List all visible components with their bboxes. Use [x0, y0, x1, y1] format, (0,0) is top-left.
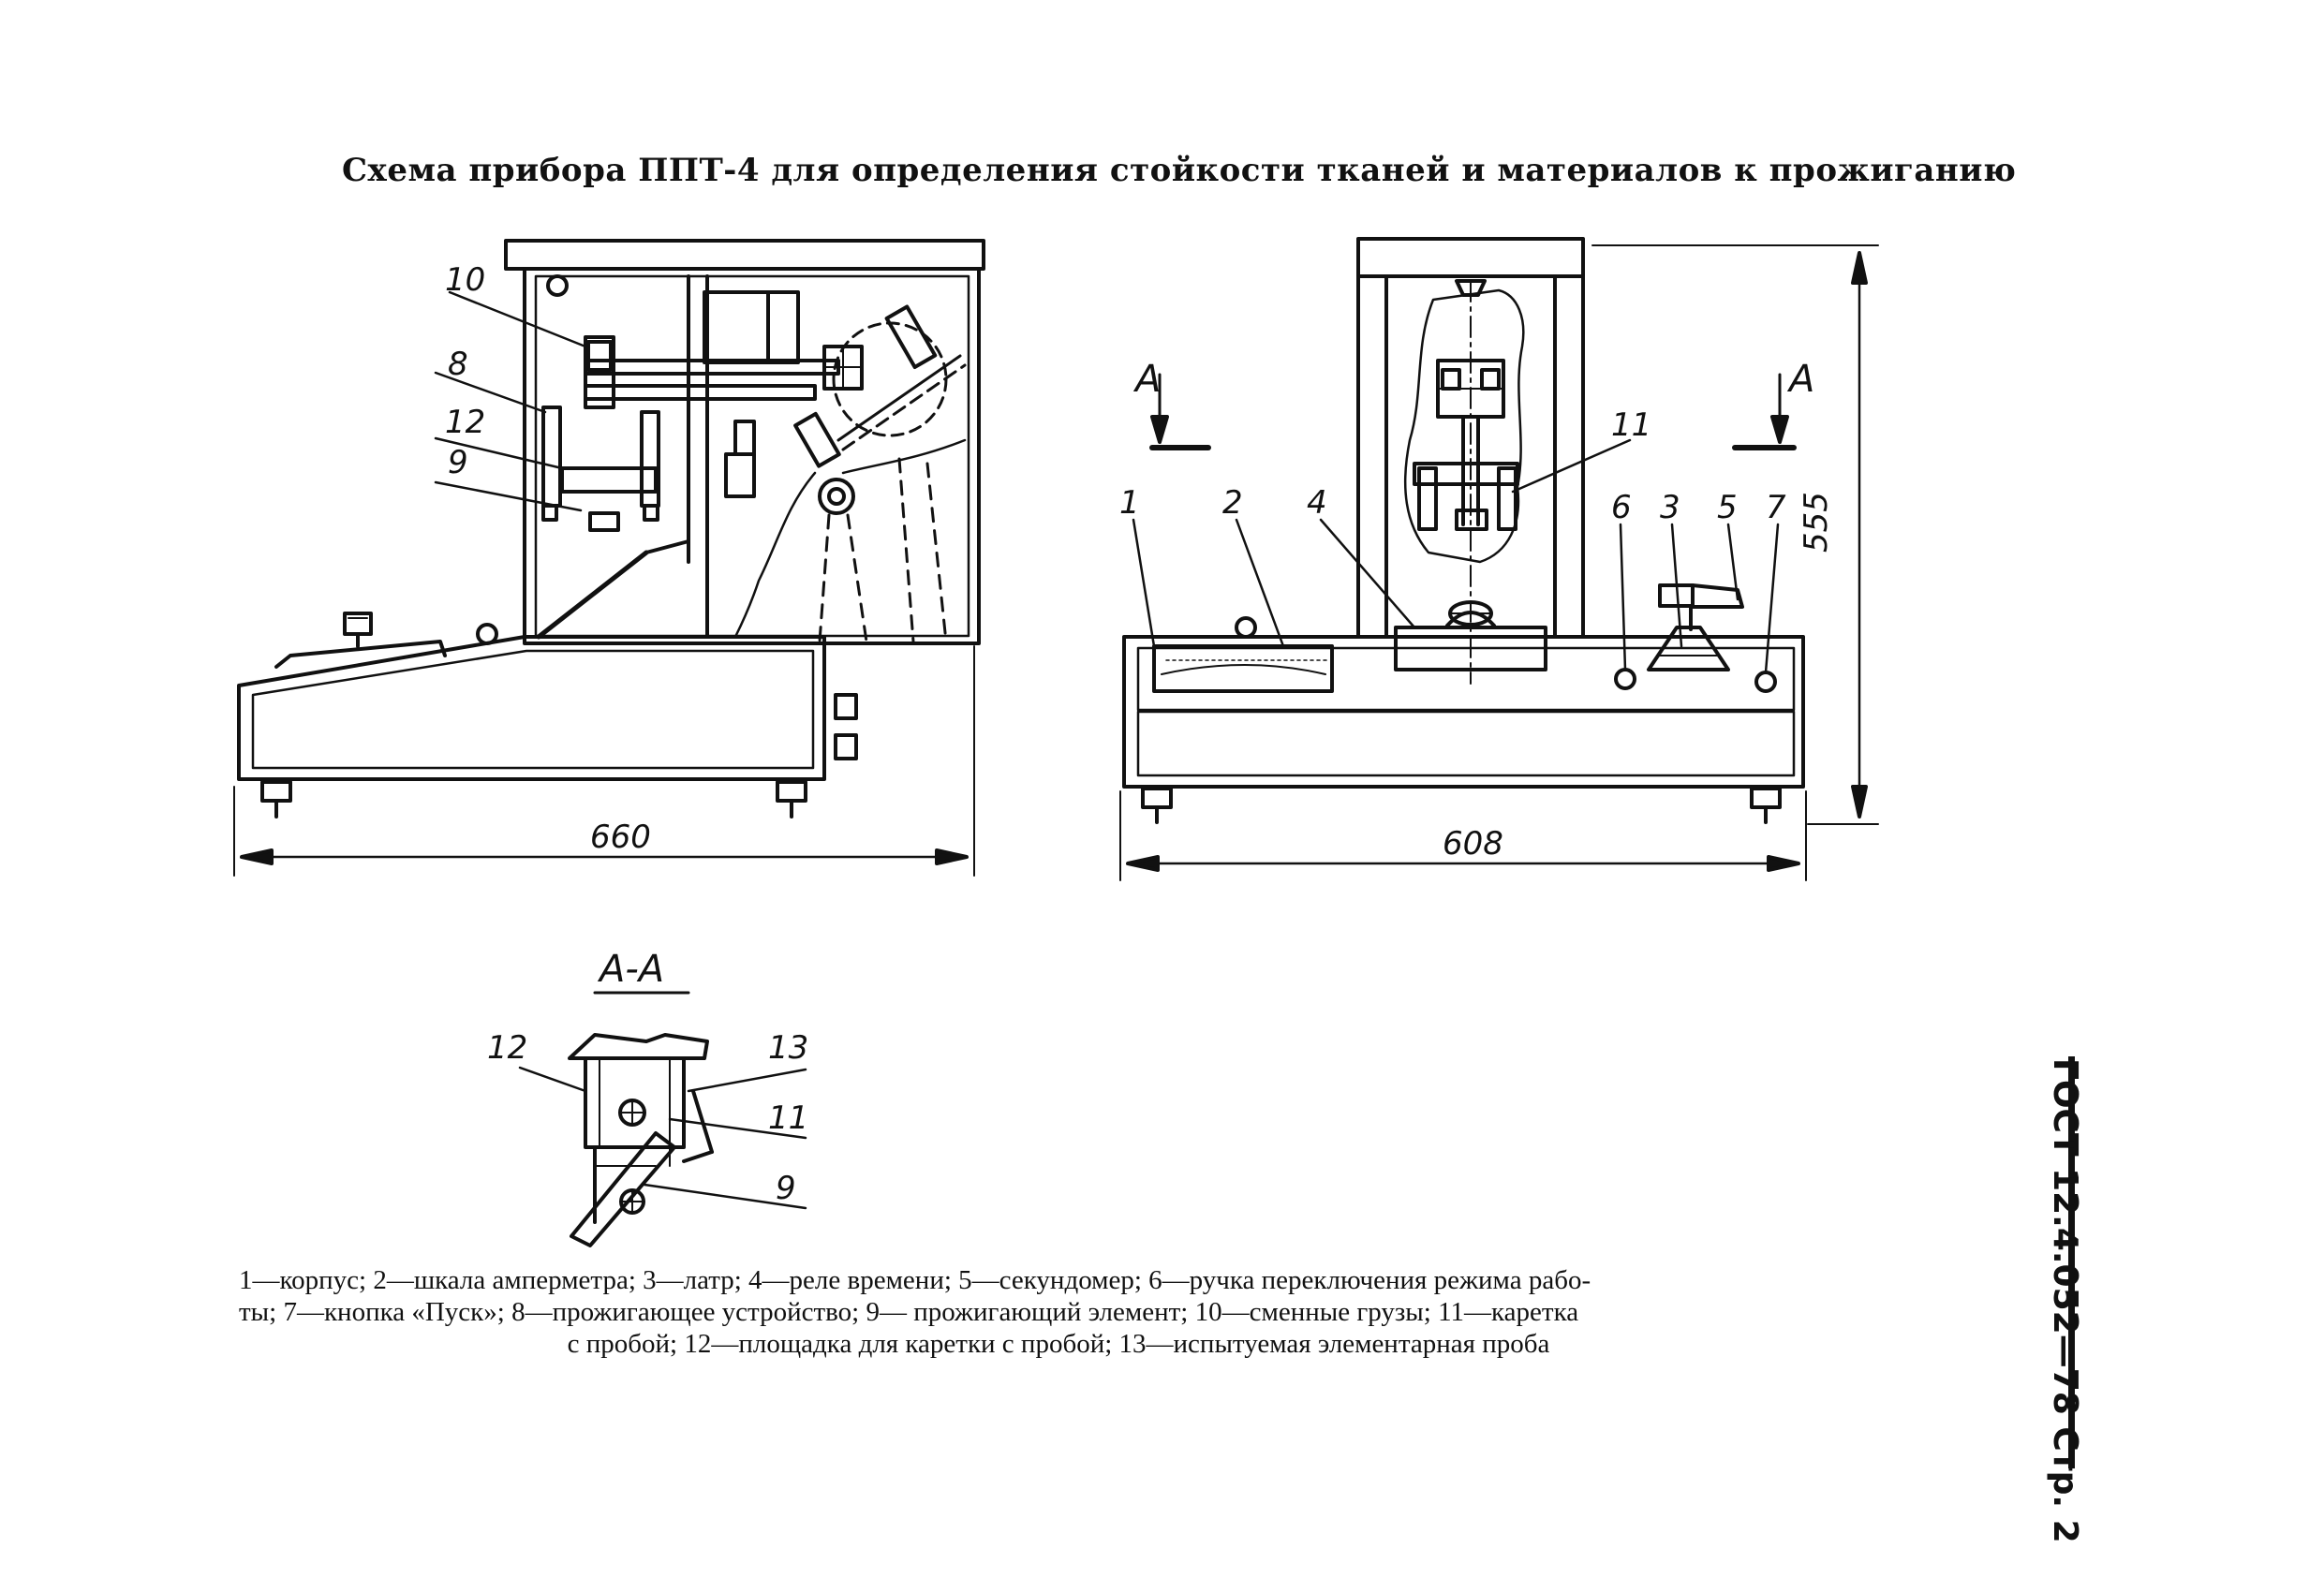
section-title: А-А — [597, 948, 664, 991]
section-label-12: 12 — [487, 1029, 527, 1067]
side-rule — [2068, 1056, 2075, 1468]
label-2: 2 — [1222, 484, 1243, 522]
label-3: 3 — [1660, 489, 1680, 526]
label-11: 11 — [1611, 406, 1651, 444]
legend-line-3: с пробой; 12—площадка для каретки с проб… — [567, 1329, 1550, 1359]
label-4: 4 — [1307, 484, 1327, 522]
label-1: 1 — [1119, 484, 1140, 522]
label-8: 8 — [448, 346, 468, 383]
section-label-11: 11 — [768, 1099, 808, 1137]
arrow-label-a-right: А — [1786, 358, 1814, 401]
label-12: 12 — [445, 404, 485, 441]
legend: 1—корпус; 2—шкала амперметра; 3—латр; 4—… — [239, 1264, 1878, 1360]
section-label-13: 13 — [768, 1029, 808, 1067]
label-9: 9 — [448, 444, 468, 481]
page-title: Схема прибора ППТ-4 для определения стой… — [342, 152, 2017, 189]
label-7: 7 — [1766, 489, 1786, 526]
label-10: 10 — [445, 261, 485, 299]
legend-line-2: ты; 7—кнопка «Пуск»; 8—прожигающее устро… — [239, 1297, 1579, 1327]
section-a-a — [518, 991, 807, 1247]
dim-608: 608 — [1443, 825, 1503, 863]
label-6: 6 — [1611, 489, 1632, 526]
front-view — [1119, 237, 1879, 881]
side-reference: ГОСТ 12.4.052—78 Стр. 2 — [2046, 1058, 2084, 1543]
legend-line-1: 1—корпус; 2—шкала амперметра; 3—латр; 4—… — [239, 1265, 1591, 1295]
arrow-label-a-left: А — [1132, 358, 1161, 401]
dim-555: 555 — [1798, 492, 1835, 553]
label-5: 5 — [1717, 489, 1738, 526]
side-view — [233, 239, 985, 877]
section-label-9: 9 — [776, 1170, 796, 1207]
dim-660: 660 — [590, 819, 651, 856]
